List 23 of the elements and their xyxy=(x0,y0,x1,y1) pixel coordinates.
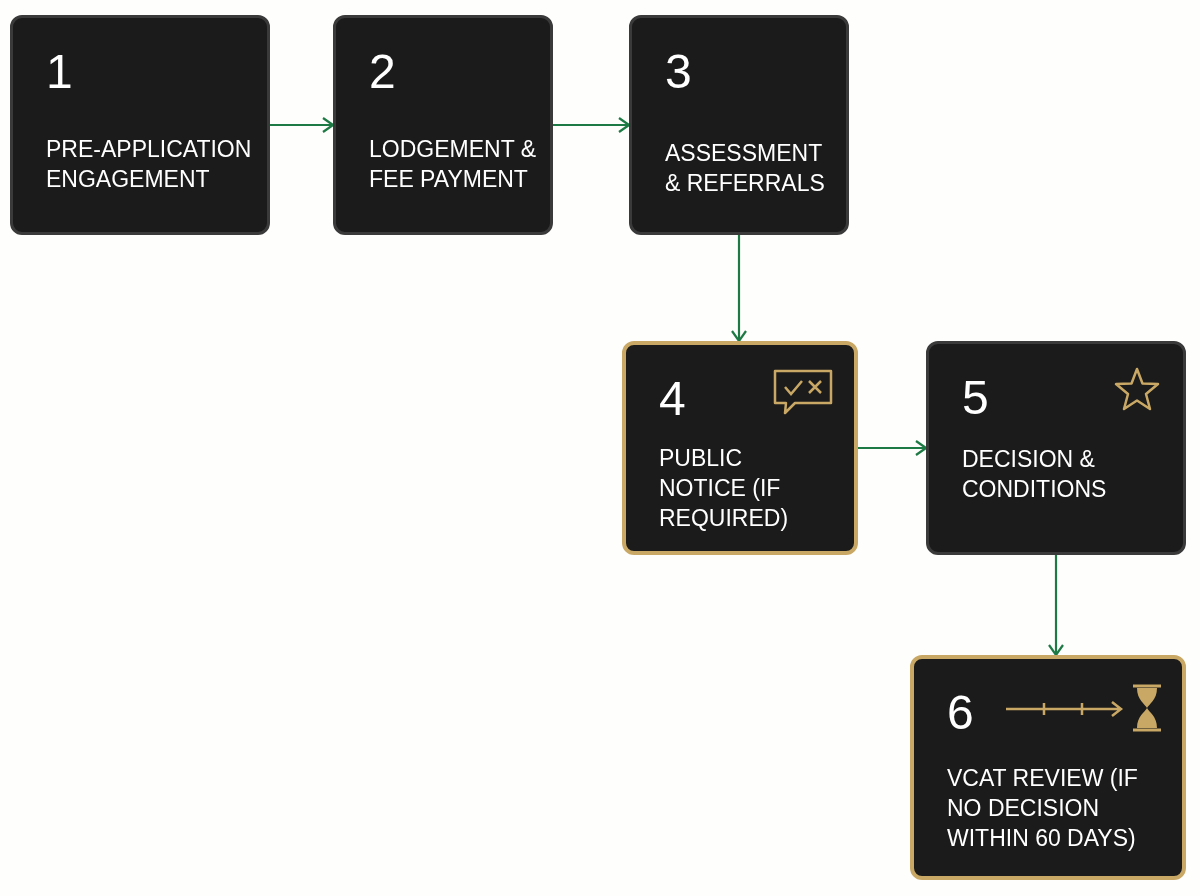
step-number: 5 xyxy=(962,374,989,422)
arrow xyxy=(730,235,748,343)
step-label: PRE-APPLICATION ENGAGEMENT xyxy=(46,135,253,194)
step-label: ASSESSMENT & REFERRALS xyxy=(665,139,826,198)
process-box xyxy=(629,15,849,235)
step-number: 1 xyxy=(46,48,73,96)
step-number: 3 xyxy=(665,48,692,96)
step-label: VCAT REVIEW (IF NO DECISION WITHIN 60 DAYS) xyxy=(947,764,1139,853)
process-box xyxy=(333,15,553,235)
arrow xyxy=(858,439,928,457)
arrow xyxy=(270,116,335,134)
step-label: DECISION & CONDITIONS xyxy=(962,445,1108,504)
process-box xyxy=(10,15,270,235)
step-label: LODGEMENT & FEE PAYMENT xyxy=(369,135,537,194)
step-number: 6 xyxy=(947,689,974,737)
step-number: 4 xyxy=(659,375,686,423)
arrow xyxy=(1047,555,1065,657)
step-label: PUBLIC NOTICE (IF REQUIRED) xyxy=(659,444,790,533)
process-box xyxy=(910,655,1186,880)
process-box xyxy=(622,341,858,555)
step-number: 2 xyxy=(369,48,396,96)
arrow xyxy=(553,116,631,134)
process-box xyxy=(926,341,1186,555)
